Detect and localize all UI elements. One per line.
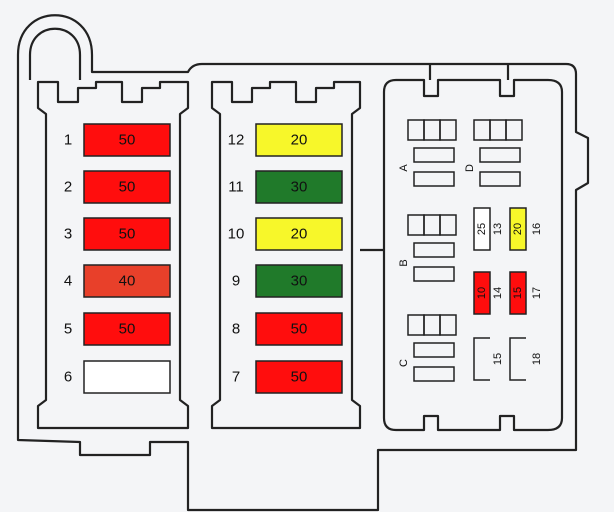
fuse-4-amperage: 40 — [119, 273, 136, 290]
fuse-8-body — [255, 312, 343, 346]
relay-label-B: B — [398, 259, 410, 266]
fuse-5-body — [83, 312, 171, 346]
relay-A — [407, 119, 457, 187]
fuse-16-number: 16 — [531, 223, 543, 235]
fuse-4-number: 4 — [64, 273, 72, 290]
fuse-9-amperage: 30 — [291, 273, 308, 290]
fuse-2-amperage: 50 — [119, 179, 136, 196]
fuse-13-amperage: 25 — [476, 223, 488, 235]
fuse-11-number: 11 — [228, 179, 244, 196]
fuse-14-amperage: 10 — [476, 287, 488, 299]
fuse-13-number: 13 — [492, 223, 504, 235]
fuse-4-body — [83, 264, 171, 298]
relay-label-A: A — [398, 164, 410, 172]
fuse-3-amperage: 50 — [119, 226, 136, 243]
fuse-10-amperage: 20 — [291, 226, 308, 243]
fuse-12-number: 12 — [228, 132, 245, 149]
fuse-box-housing — [16, 14, 590, 512]
fuse-3-body — [83, 217, 171, 251]
fuse-7-body — [255, 360, 343, 394]
fuse-2-body — [83, 170, 171, 204]
fuse-17-amperage: 15 — [512, 287, 524, 299]
fuse-11-amperage: 30 — [291, 179, 308, 196]
relay-label-C: C — [398, 359, 410, 367]
relay-B — [407, 214, 457, 282]
relay-C — [407, 314, 457, 382]
fuse-7-number: 7 — [232, 369, 240, 386]
fuse-8-amperage: 50 — [291, 321, 308, 338]
fuse-15-number: 15 — [492, 353, 504, 365]
fuse-2-number: 2 — [64, 179, 72, 196]
fuse-11-body — [255, 170, 343, 204]
fuse-6-number: 6 — [64, 369, 72, 386]
fuse-slot-18 — [509, 337, 526, 381]
fuse-14-number: 14 — [492, 287, 504, 299]
fuse-5-number: 5 — [64, 321, 72, 338]
fuse-7-amperage: 50 — [291, 369, 308, 386]
relay-label-D: D — [464, 164, 476, 172]
fuse-9-body — [255, 264, 343, 298]
fuse-slot-15 — [473, 337, 490, 381]
fuse-12-body — [255, 123, 343, 157]
fuse-16-body — [509, 207, 527, 251]
fuse-14-body — [473, 271, 491, 315]
fuse-13-body — [473, 207, 491, 251]
fuse-12-amperage: 20 — [291, 132, 308, 149]
fuse-17-number: 17 — [531, 287, 543, 299]
fuse-1-body — [83, 123, 171, 157]
relay-D — [473, 119, 523, 187]
fuse-17-body — [509, 271, 527, 315]
fuse-18-number: 18 — [531, 353, 543, 365]
fuse-10-body — [255, 217, 343, 251]
fuse-16-amperage: 20 — [512, 223, 524, 235]
fuse-5-amperage: 50 — [119, 321, 136, 338]
fuse-8-number: 8 — [232, 321, 240, 338]
fuse-1-amperage: 50 — [119, 132, 136, 149]
fuse-1-number: 1 — [64, 132, 72, 149]
fuse-9-number: 9 — [232, 273, 240, 290]
fuse-6-body — [83, 360, 171, 394]
fuse-10-number: 10 — [228, 226, 245, 243]
fuse-3-number: 3 — [64, 226, 72, 243]
